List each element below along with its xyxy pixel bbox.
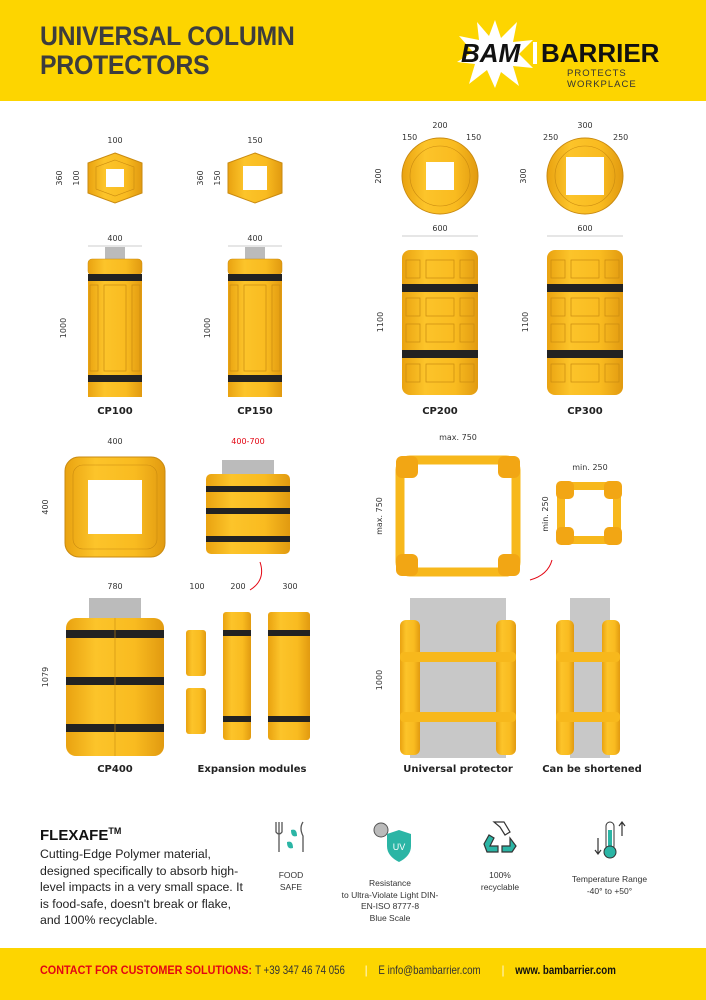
website-link[interactable]: www. bambarrier.com bbox=[514, 963, 616, 977]
svg-text:1079: 1079 bbox=[41, 667, 50, 687]
svg-text:CP400: CP400 bbox=[97, 764, 133, 775]
thermometer-icon bbox=[594, 821, 625, 859]
recycle-icon bbox=[483, 821, 517, 853]
svg-text:max. 750: max. 750 bbox=[439, 433, 477, 442]
svg-text:100: 100 bbox=[189, 582, 204, 591]
svg-text:780: 780 bbox=[107, 582, 122, 591]
svg-text:1100: 1100 bbox=[521, 312, 530, 332]
svg-text:CP200: CP200 bbox=[422, 406, 458, 417]
svg-text:min. 250: min. 250 bbox=[541, 496, 550, 531]
arrow-icon bbox=[529, 559, 553, 581]
svg-text:100: 100 bbox=[107, 136, 122, 145]
cp150-drawing: 150 360 150 400 1000 CP150 bbox=[196, 136, 283, 417]
svg-text:600: 600 bbox=[577, 224, 592, 233]
svg-text:300: 300 bbox=[577, 121, 592, 130]
uv-shield-icon: UV bbox=[373, 822, 411, 862]
svg-text:CP100: CP100 bbox=[97, 406, 133, 417]
svg-text:1000: 1000 bbox=[59, 318, 68, 338]
svg-text:max. 750: max. 750 bbox=[375, 497, 384, 535]
svg-text:200: 200 bbox=[432, 121, 447, 130]
svg-text:1000: 1000 bbox=[375, 670, 384, 690]
page-title: UNIVERSAL COLUMN PROTECTORS bbox=[40, 21, 295, 80]
expansion-modules-drawing: 400-700 100 200 300 Expansion modules bbox=[186, 437, 310, 775]
email-link[interactable]: E info@bambarrier.com bbox=[378, 963, 481, 977]
feature-recyclable: 100%recyclable bbox=[470, 818, 530, 893]
cp300-drawing: 300 250 250 300 600 1100 CP300 bbox=[519, 121, 628, 417]
svg-text:Universal protector: Universal protector bbox=[403, 764, 513, 775]
svg-text:150: 150 bbox=[466, 133, 481, 142]
svg-text:UV: UV bbox=[393, 842, 406, 852]
universal-protector-drawing: max. 750 max. 750 1000 Universal protect… bbox=[375, 433, 521, 775]
svg-text:1100: 1100 bbox=[376, 312, 385, 332]
contact-label: CONTACT FOR CUSTOMER SOLUTIONS: bbox=[40, 963, 252, 977]
svg-text:Can be shortened: Can be shortened bbox=[542, 764, 642, 775]
product-drawings: 100 360 100 400 1000 CP100 150 360 150 4… bbox=[41, 121, 642, 775]
svg-text:1000: 1000 bbox=[203, 318, 212, 338]
svg-text:CP300: CP300 bbox=[567, 406, 603, 417]
svg-text:400: 400 bbox=[41, 499, 50, 514]
burst-icon bbox=[457, 20, 533, 88]
flexafe-description: Cutting-Edge Polymer material, designed … bbox=[40, 847, 243, 927]
svg-text:300: 300 bbox=[282, 582, 297, 591]
phone[interactable]: T +39 347 46 74 056 bbox=[255, 963, 345, 977]
svg-text:100: 100 bbox=[72, 170, 81, 185]
flexafe-title: FLEXAFETM bbox=[40, 826, 122, 844]
feature-temperature: Temperature Range-40° to +50° bbox=[562, 818, 657, 897]
cp400-drawing: 400 400 780 1079 CP400 bbox=[41, 437, 166, 775]
flexafe-section: FLEXAFETM Cutting-Edge Polymer material,… bbox=[40, 826, 250, 929]
cp200-drawing: 200 150 150 200 600 1100 CP200 bbox=[374, 121, 481, 417]
header: UNIVERSAL COLUMN PROTECTORS BAM BARRIER … bbox=[0, 0, 706, 101]
svg-text:300: 300 bbox=[519, 168, 528, 183]
footer: CONTACT FOR CUSTOMER SOLUTIONS: T +39 34… bbox=[0, 948, 706, 1000]
svg-text:200: 200 bbox=[230, 582, 245, 591]
svg-text:250: 250 bbox=[543, 133, 558, 142]
svg-text:200: 200 bbox=[374, 168, 383, 183]
food-safe-icon bbox=[275, 821, 304, 852]
arrow-icon bbox=[249, 561, 263, 591]
shortened-drawing: min. 250 min. 250 Can be shortened bbox=[529, 463, 642, 775]
svg-text:150: 150 bbox=[247, 136, 262, 145]
svg-text:400: 400 bbox=[107, 437, 122, 446]
svg-text:400: 400 bbox=[107, 234, 122, 243]
svg-text:250: 250 bbox=[613, 133, 628, 142]
svg-text:400: 400 bbox=[247, 234, 262, 243]
svg-text:400-700: 400-700 bbox=[231, 437, 264, 446]
bam-barrier-logo: BAM BARRIER PROTECTS WORKPLACE bbox=[455, 18, 700, 90]
svg-text:Expansion modules: Expansion modules bbox=[198, 764, 307, 775]
svg-text:min. 250: min. 250 bbox=[572, 463, 607, 472]
svg-text:360: 360 bbox=[196, 170, 205, 185]
svg-text:600: 600 bbox=[432, 224, 447, 233]
cp100-drawing: 100 360 100 400 1000 CP100 bbox=[55, 136, 143, 417]
svg-text:150: 150 bbox=[402, 133, 417, 142]
svg-text:150: 150 bbox=[213, 170, 222, 185]
svg-text:360: 360 bbox=[55, 170, 64, 185]
svg-text:CP150: CP150 bbox=[237, 406, 273, 417]
